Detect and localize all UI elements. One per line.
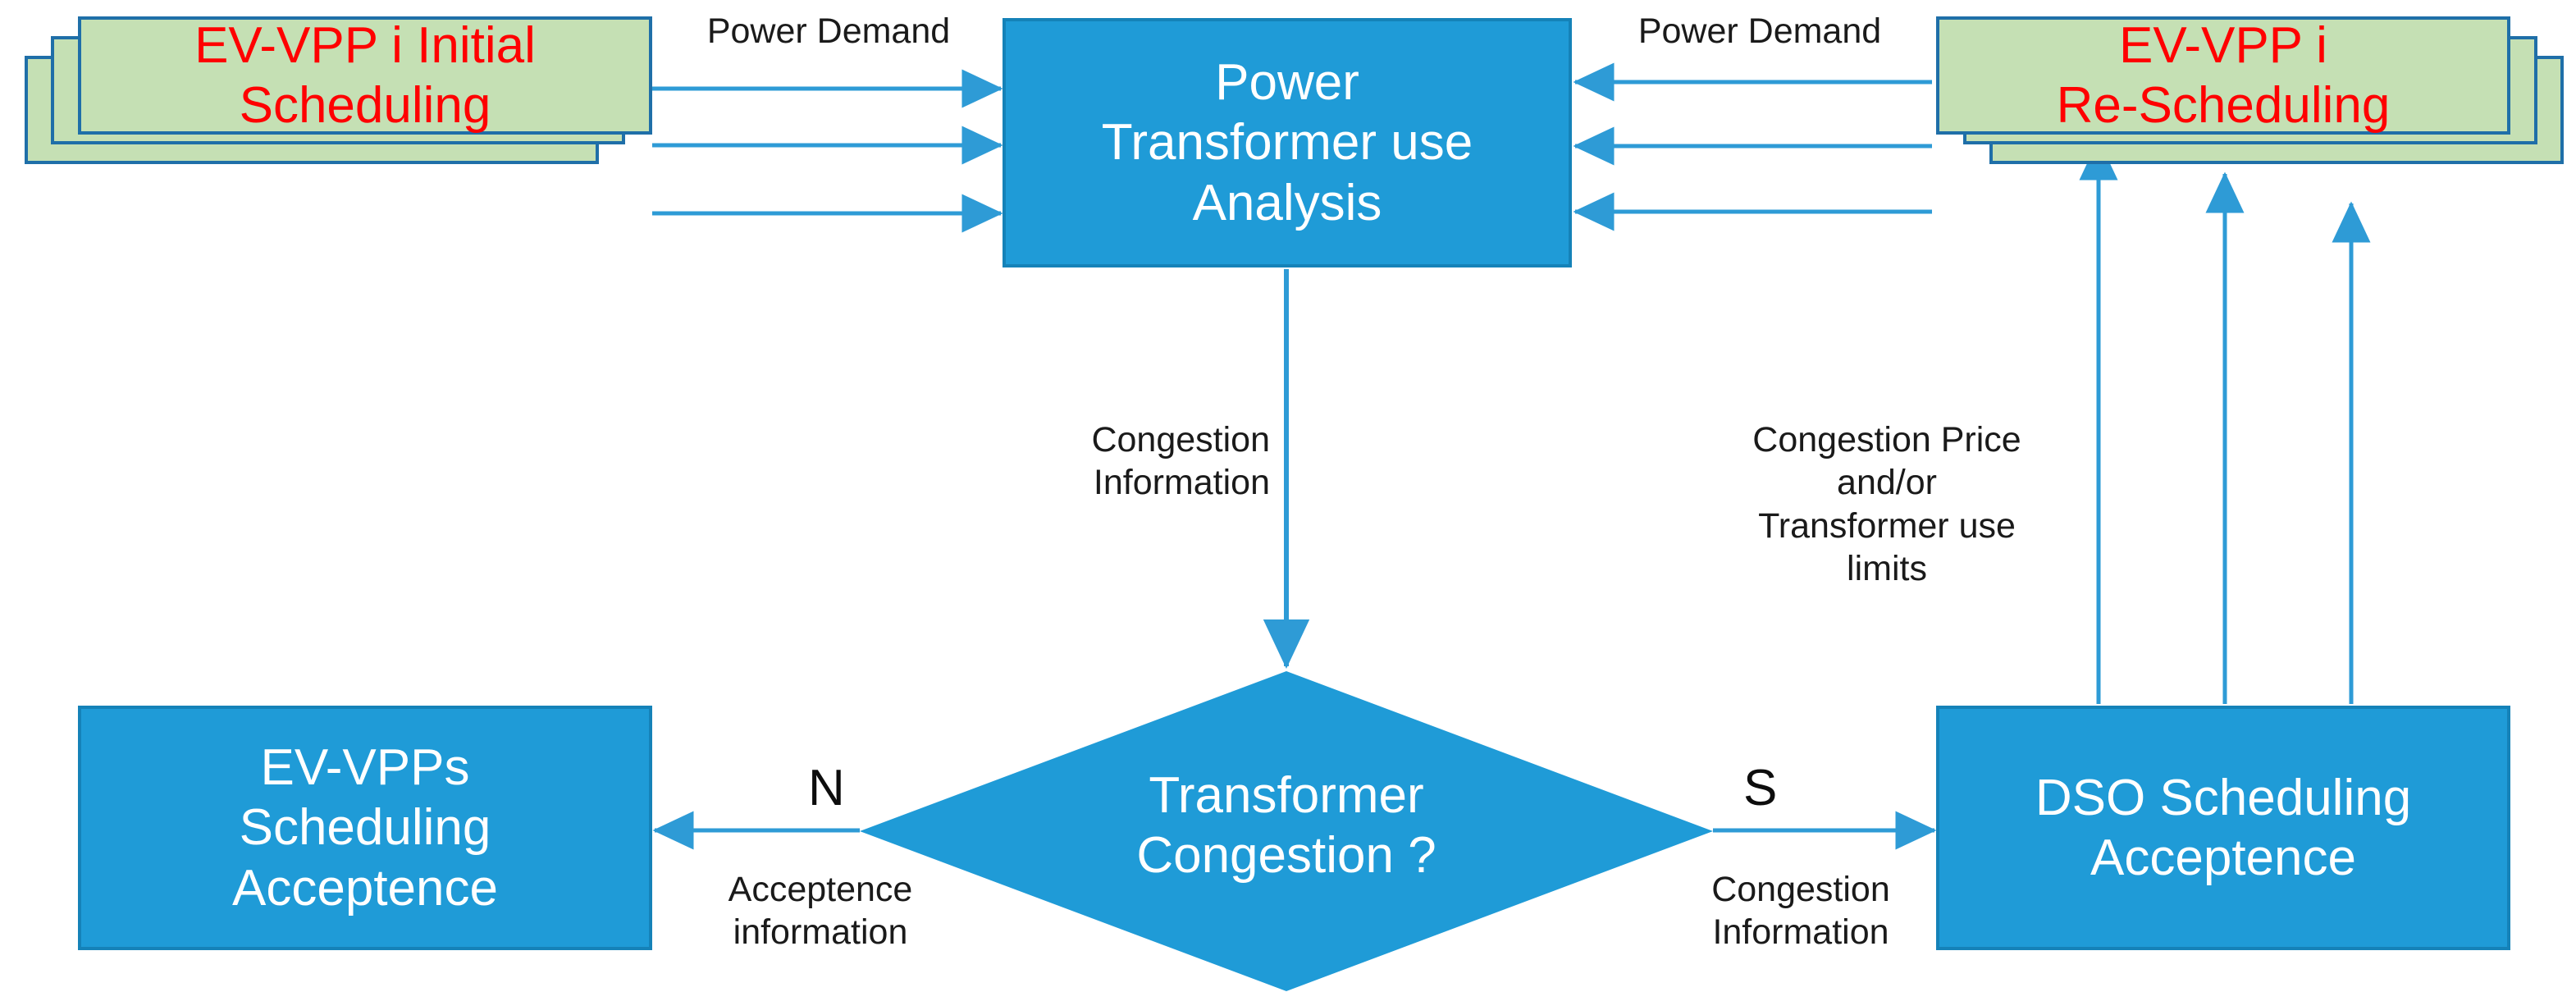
transformer-congestion-decision[interactable]: Transformer Congestion ? xyxy=(860,671,1713,991)
arrow-power-demand-left xyxy=(652,69,1003,233)
branch-marker-no: N xyxy=(808,760,845,816)
edge-label-congestion-price-up: Congestion Price and/or Transformer use … xyxy=(1752,420,2021,589)
power-transformer-analysis-box[interactable]: Power Transformer use Analysis xyxy=(1003,18,1572,267)
arrow-congestion-price-up xyxy=(2079,139,2371,704)
diamond-shape xyxy=(860,671,1713,991)
dso-scheduling-acceptence-box[interactable]: DSO Scheduling Acceptence xyxy=(1936,706,2510,950)
edge-label-power-demand-right: Power Demand xyxy=(1637,11,1882,51)
ev-vpp-rescheduling-label: EV-VPP i Re-Scheduling xyxy=(2056,16,2391,134)
edge-label-branch-no: Acceptence information xyxy=(728,870,913,953)
ev-vpp-initial-scheduling-box[interactable]: EV-VPP i Initial Scheduling xyxy=(78,16,652,135)
power-transformer-analysis-label: Power Transformer use Analysis xyxy=(1101,54,1473,231)
ev-vpps-scheduling-acceptence-label: EV-VPPs Scheduling Acceptence xyxy=(232,739,498,917)
dso-scheduling-acceptence-label: DSO Scheduling Acceptence xyxy=(2035,769,2412,886)
branch-marker-yes: S xyxy=(1743,760,1778,816)
ev-vpp-initial-scheduling-label: EV-VPP i Initial Scheduling xyxy=(194,16,536,134)
arrow-power-demand-right xyxy=(1573,62,1932,231)
transformer-congestion-decision-label: Transformer Congestion ? xyxy=(1136,766,1436,884)
edge-label-power-demand-left: Power Demand xyxy=(706,11,951,51)
edge-label-branch-yes: Congestion Information xyxy=(1711,870,1890,953)
edge-label-congestion-information-down: Congestion Information xyxy=(1091,420,1270,503)
ev-vpps-scheduling-acceptence-box[interactable]: EV-VPPs Scheduling Acceptence xyxy=(78,706,652,950)
ev-vpp-rescheduling-box[interactable]: EV-VPP i Re-Scheduling xyxy=(1936,16,2510,135)
